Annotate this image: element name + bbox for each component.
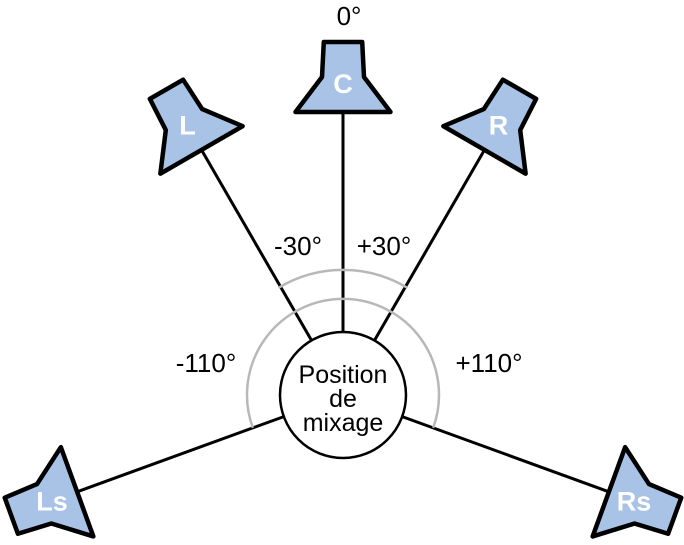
radial-lines bbox=[76, 112, 610, 494]
speaker-center-icon bbox=[293, 39, 393, 115]
angle-label-minus-110: -110° bbox=[176, 348, 237, 378]
surround-arc bbox=[245, 297, 441, 429]
speaker-letters: C L R Ls Rs bbox=[36, 69, 651, 516]
speaker-left-surround-letter: Ls bbox=[36, 486, 68, 516]
speaker-right-letter: R bbox=[489, 111, 509, 141]
line-right-surround-speaker bbox=[401, 415, 610, 494]
mix-position-circle bbox=[278, 330, 408, 460]
speaker-right-surround-icon bbox=[590, 444, 684, 539]
speaker-left-surround-icon bbox=[2, 444, 96, 539]
speaker-left-letter: L bbox=[179, 111, 196, 141]
angle-labels: 0° -30° +30° -110° +110° bbox=[176, 1, 523, 378]
speaker-right-surround-letter: Rs bbox=[617, 486, 652, 516]
speaker-center-letter: C bbox=[333, 69, 353, 99]
line-left-speaker bbox=[200, 149, 313, 342]
speaker-left-icon bbox=[147, 77, 245, 176]
angle-arcs bbox=[245, 268, 441, 429]
mix-position-label-line1: Position bbox=[299, 361, 388, 389]
angle-label-0: 0° bbox=[337, 1, 362, 31]
mix-position-label-line3: mixage bbox=[303, 409, 384, 437]
front-arc bbox=[277, 268, 409, 289]
speakers bbox=[2, 39, 684, 539]
angle-label-plus-30: +30° bbox=[357, 231, 412, 261]
speaker-right-icon bbox=[441, 77, 539, 176]
line-left-surround-speaker bbox=[76, 415, 285, 494]
mix-position-label: Position de mixage bbox=[299, 361, 388, 437]
angle-label-plus-110: +110° bbox=[455, 348, 522, 378]
angle-label-minus-30: -30° bbox=[274, 231, 322, 261]
mix-position-label-line2: de bbox=[329, 385, 357, 413]
line-right-speaker bbox=[373, 149, 486, 342]
